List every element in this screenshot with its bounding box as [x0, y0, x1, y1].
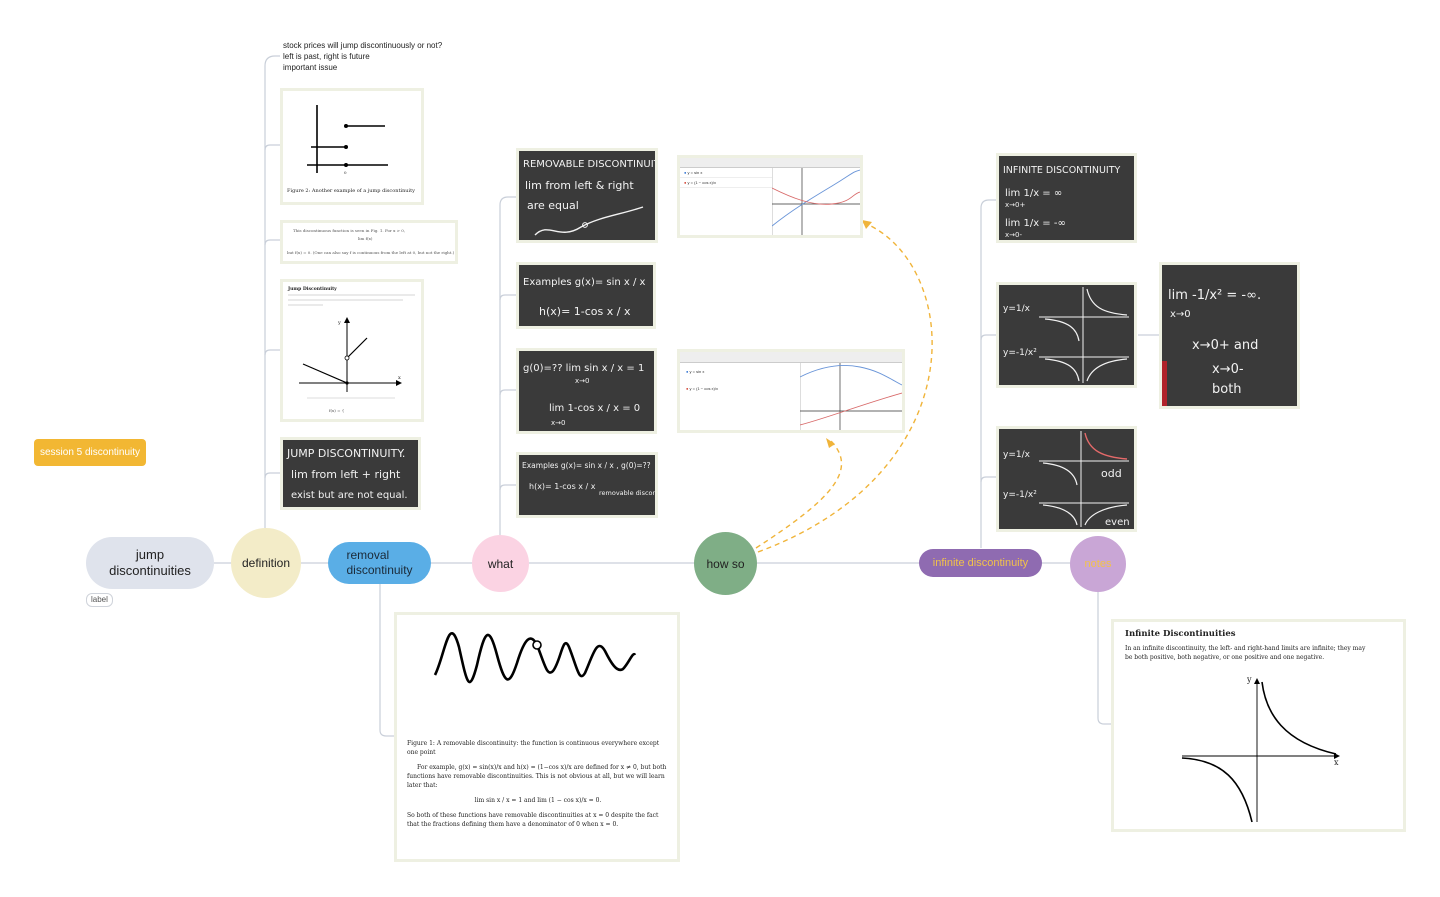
svg-text:y=-1/x²: y=-1/x² — [1003, 348, 1037, 358]
svg-text:lim from left & right: lim from left & right — [525, 179, 634, 192]
definition-node[interactable]: definition — [231, 528, 301, 598]
infinite-node[interactable]: infinite discontinuity — [919, 549, 1042, 577]
chalkboard-graphs-odd-even[interactable]: y=1/x y=-1/x² odd even — [996, 426, 1137, 532]
svg-text:0: 0 — [344, 170, 347, 175]
label-tag[interactable]: label — [86, 593, 113, 607]
floating-topic[interactable]: session 5 discontinuity — [34, 439, 146, 466]
definition-note: stock prices will jump discontinuously o… — [283, 41, 443, 72]
svg-text:JUMP DISCONTINUITY.: JUMP DISCONTINUITY. — [286, 447, 405, 460]
svg-text:y=1/x: y=1/x — [1003, 304, 1031, 314]
svg-text:x→0-: x→0- — [1212, 362, 1244, 377]
svg-text:be both positive, both negativ: be both positive, both negative, or one … — [1125, 654, 1324, 661]
svg-text:INFINITE DISCONTINUITY: INFINITE DISCONTINUITY — [1003, 165, 1121, 176]
svg-text:y=1/x: y=1/x — [1003, 450, 1031, 460]
grapher-window-1[interactable]: ● y = sin x ● y = (1 − cos x)/x — [677, 155, 863, 238]
removable-figure-card[interactable]: Figure 1: A removable discontinuity: the… — [394, 612, 680, 862]
svg-text:lim 1/x = -∞: lim 1/x = -∞ — [1005, 218, 1066, 229]
blurb-text: This discontinuous function is seen in F… — [287, 228, 455, 255]
root-topic[interactable]: jump discontinuities — [86, 537, 214, 589]
grapher-toolbar-2 — [680, 352, 902, 363]
svg-text:Jump Discontinuity: Jump Discontinuity — [287, 286, 337, 292]
svg-text:g(0)=?? lim sin x / x = 1: g(0)=?? lim sin x / x = 1 — [523, 363, 644, 374]
chalkboard-jump[interactable]: JUMP DISCONTINUITY. lim from left + righ… — [280, 437, 421, 510]
svg-text:y=-1/x²: y=-1/x² — [1003, 490, 1037, 500]
jump-figure-graph: 0 Figure 2: Another example of a jump di… — [287, 105, 415, 194]
infinite-notes-card[interactable]: Infinite Discontinuities In an infinite … — [1111, 619, 1406, 832]
jump-figure-card[interactable]: 0 Figure 2: Another example of a jump di… — [280, 88, 424, 205]
grapher-equation-list-2: ● y = sin x ● y = (1 − cos x)/x — [680, 363, 801, 430]
grapher-window-2[interactable]: ● y = sin x ● y = (1 − cos x)/x — [677, 349, 905, 433]
svg-text:Infinite Discontinuities: Infinite Discontinuities — [1125, 629, 1236, 639]
svg-text:y: y — [1246, 675, 1252, 684]
chalkboard-examples-2[interactable]: Examples g(x)= sin x / x , g(0)=?? h(x)=… — [516, 452, 658, 518]
svg-text:exist but are not equal.: exist but are not equal. — [291, 490, 408, 501]
svg-text:lim from left + right: lim from left + right — [291, 468, 401, 481]
svg-text:Examples g(x)= sin x / x , g(0: Examples g(x)= sin x / x , g(0)=?? — [522, 461, 651, 470]
jump-definition-card[interactable]: Jump Discontinuity y x f(x) = { — [280, 279, 424, 422]
chalkboard-limits[interactable]: g(0)=?? lim sin x / x = 1 x→0 lim 1-cos … — [516, 348, 657, 434]
svg-text:lim f(x): lim f(x) — [358, 236, 373, 241]
continuity-blurb-card[interactable]: This discontinuous function is seen in F… — [280, 220, 458, 264]
svg-text:x→0-: x→0- — [1005, 231, 1022, 239]
svg-text:odd: odd — [1101, 467, 1122, 480]
svg-text:are equal: are equal — [527, 199, 579, 212]
svg-text:both: both — [1212, 382, 1242, 397]
removal-node[interactable]: removal discontinuity — [328, 542, 431, 584]
svg-text:x→0+ and: x→0+ and — [1192, 338, 1258, 353]
infinite-notes-graph: Infinite Discontinuities In an infinite … — [1125, 629, 1366, 823]
chalkboard-graphs[interactable]: y=1/x y=-1/x² — [996, 282, 1137, 388]
svg-text:y: y — [337, 320, 341, 326]
notes-node[interactable]: notes — [1070, 536, 1126, 592]
svg-text:x: x — [1334, 758, 1339, 767]
svg-text:h(x)= 1-cos x / x: h(x)= 1-cos x / x — [529, 482, 596, 491]
svg-text:REMOVABLE DISCONTINUITY: REMOVABLE DISCONTINUITY — [523, 159, 655, 170]
chalkboard-removable[interactable]: REMOVABLE DISCONTINUITY lim from left & … — [516, 148, 658, 243]
svg-text:removable discont. at x=0: removable discont. at x=0 — [599, 489, 655, 497]
svg-text:lim -1/x² = -∞.: lim -1/x² = -∞. — [1168, 288, 1261, 303]
svg-text:Figure 2: Another example of a: Figure 2: Another example of a jump disc… — [287, 188, 415, 194]
svg-text:lim 1-cos x / x = 0: lim 1-cos x / x = 0 — [549, 403, 640, 414]
svg-text:In an infinite discontinuity,: In an infinite discontinuity, the left- … — [1125, 645, 1366, 652]
svg-text:This discontinuous function is: This discontinuous function is seen in F… — [293, 228, 405, 233]
svg-text:h(x)= 1-cos x / x: h(x)= 1-cos x / x — [539, 305, 631, 318]
how-so-node[interactable]: how so — [694, 532, 757, 595]
svg-text:Examples g(x)= sin x / x: Examples g(x)= sin x / x — [523, 277, 646, 288]
removable-figure-graph: Figure 1: A removable discontinuity: the… — [407, 631, 666, 828]
svg-text:x→0+: x→0+ — [1005, 201, 1025, 209]
chalkboard-examples[interactable]: Examples g(x)= sin x / x h(x)= 1-cos x /… — [516, 262, 656, 329]
svg-text:even: even — [1105, 517, 1130, 528]
what-node[interactable]: what — [472, 535, 529, 592]
grapher-equation-list: ● y = sin x ● y = (1 − cos x)/x — [680, 168, 773, 235]
grapher-toolbar — [680, 158, 860, 168]
svg-text:f(x) = {: f(x) = { — [329, 408, 345, 413]
svg-text:x→0: x→0 — [551, 419, 565, 427]
svg-text:lim 1/x = ∞: lim 1/x = ∞ — [1005, 188, 1062, 199]
grapher-plot-1 — [772, 168, 860, 235]
svg-text:x→0: x→0 — [575, 377, 589, 385]
chalkboard-limit-neg[interactable]: lim -1/x² = -∞. x→0 x→0+ and x→0- both — [1159, 262, 1300, 409]
svg-text:but f(x) = 0. (One can also sa: but f(x) = 0. (One can also say f is con… — [287, 250, 455, 255]
root-topic-label: jump discontinuities — [109, 547, 191, 578]
svg-text:x→0: x→0 — [1170, 309, 1191, 320]
chalkboard-infinite[interactable]: INFINITE DISCONTINUITY lim 1/x = ∞ x→0+ … — [996, 153, 1137, 243]
jump-definition-graph: Jump Discontinuity y x f(x) = { — [287, 286, 415, 413]
svg-text:x: x — [398, 375, 401, 381]
grapher-plot-2 — [800, 363, 902, 430]
